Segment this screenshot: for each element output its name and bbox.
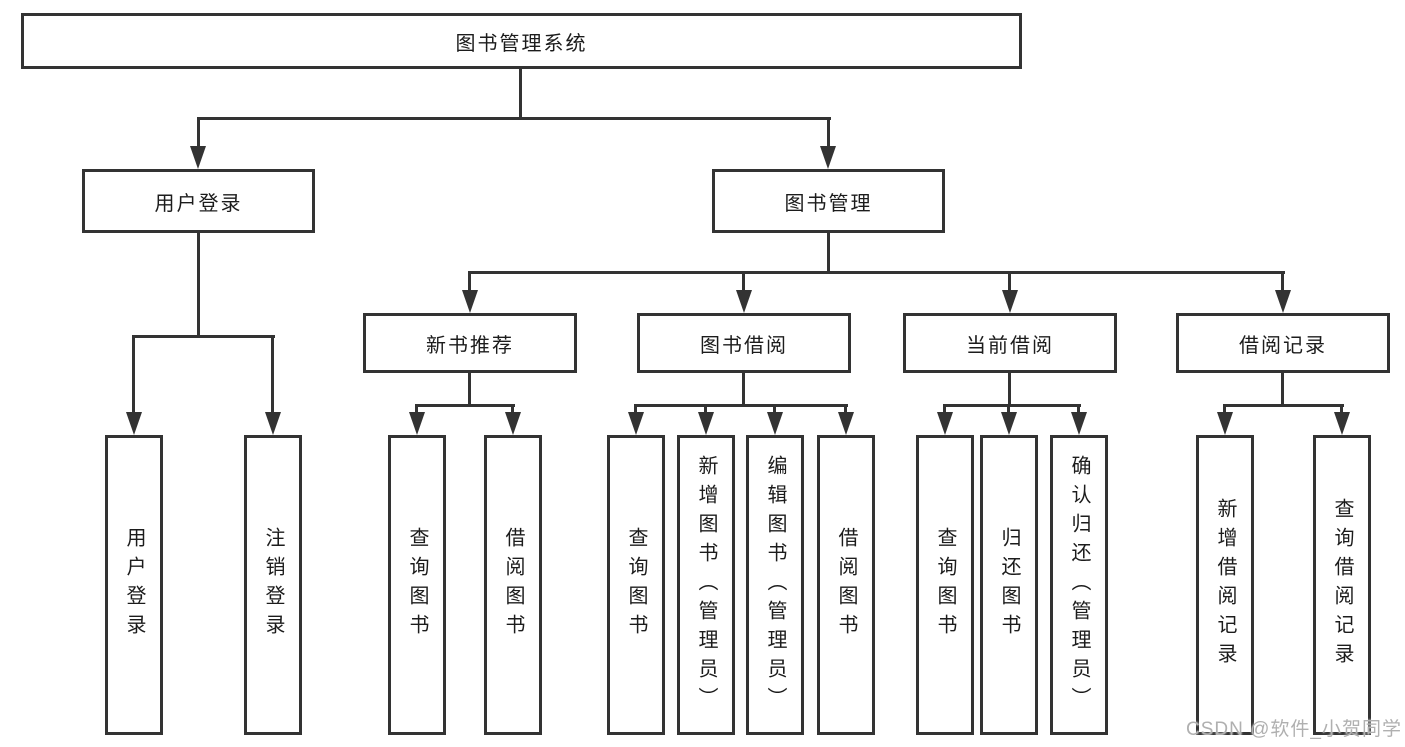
node-borrowing-records: 借阅记录 [1176, 313, 1390, 373]
node-leaf-return-book: 归还图书 [980, 435, 1038, 735]
connector-line [519, 69, 522, 118]
connector-line [1007, 406, 1010, 414]
node-label: 注销登录 [262, 527, 284, 643]
connector-line [742, 273, 745, 292]
node-label: 新书推荐 [426, 334, 514, 357]
arrow-down-icon [820, 146, 836, 169]
node-label: 查询图书 [406, 527, 428, 643]
node-leaf-add-book-admin: 新增图书（管理员） [677, 435, 735, 735]
node-label: 图书管理 [784, 192, 873, 215]
watermark: CSDN @软件_小贺同学 [1186, 719, 1402, 740]
connector-line [468, 373, 471, 406]
node-library-management-system: 图书管理系统 [21, 13, 1022, 69]
node-label: 确认归还（管理员） [1068, 454, 1090, 716]
node-leaf-query-books-1: 查询图书 [388, 435, 446, 735]
node-leaf-user-login: 用户登录 [105, 435, 163, 735]
arrow-down-icon [767, 412, 783, 435]
node-label: 查询图书 [625, 527, 647, 643]
connector-line [943, 404, 1081, 407]
node-leaf-edit-book-admin: 编辑图书（管理员） [746, 435, 804, 735]
connector-line [415, 404, 515, 407]
node-label: 归还图书 [998, 527, 1020, 643]
connector-line [271, 337, 274, 413]
arrow-down-icon [698, 412, 714, 435]
connector-line [1340, 406, 1343, 414]
connector-line [827, 118, 830, 148]
connector-line [742, 373, 745, 406]
connector-line [132, 337, 135, 413]
connector-line [1223, 404, 1344, 407]
connector-line [827, 233, 830, 274]
node-label: 借阅记录 [1239, 334, 1327, 357]
node-leaf-query-borrow-record: 查询借阅记录 [1313, 435, 1371, 735]
connector-line [844, 406, 847, 414]
connector-line [634, 406, 637, 414]
node-label: 新增借阅记录 [1214, 498, 1236, 672]
connector-line [468, 271, 1285, 274]
connector-line [943, 406, 946, 414]
node-label: 用户登录 [123, 527, 145, 643]
node-leaf-query-books-3: 查询图书 [916, 435, 974, 735]
connector-line [415, 406, 418, 414]
node-label: 当前借阅 [966, 334, 1054, 357]
node-book-borrowing: 图书借阅 [637, 313, 851, 373]
node-label: 查询图书 [934, 527, 956, 643]
node-leaf-borrow-books-1: 借阅图书 [484, 435, 542, 735]
arrow-down-icon [409, 412, 425, 435]
connector-line [634, 404, 848, 407]
connector-line [704, 406, 707, 414]
node-label: 借阅图书 [502, 527, 524, 643]
node-label: 借阅图书 [835, 527, 857, 643]
arrow-down-icon [736, 290, 752, 313]
node-current-borrowing: 当前借阅 [903, 313, 1117, 373]
arrow-down-icon [1071, 412, 1087, 435]
connector-line [1077, 406, 1080, 414]
node-leaf-confirm-return-admin: 确认归还（管理员） [1050, 435, 1108, 735]
node-label: 图书管理系统 [455, 32, 588, 55]
arrow-down-icon [1334, 412, 1350, 435]
arrow-down-icon [126, 412, 142, 435]
connector-line [197, 117, 831, 120]
node-book-management: 图书管理 [712, 169, 945, 233]
node-label: 用户登录 [154, 192, 243, 215]
arrow-down-icon [190, 146, 206, 169]
connector-line [511, 406, 514, 414]
connector-line [1008, 273, 1011, 292]
connector-line [197, 233, 200, 336]
connector-line [1281, 273, 1284, 292]
arrow-down-icon [1002, 290, 1018, 313]
node-label: 编辑图书（管理员） [764, 454, 786, 716]
node-leaf-logout: 注销登录 [244, 435, 302, 735]
connector-line [1281, 373, 1284, 406]
node-leaf-query-books-2: 查询图书 [607, 435, 665, 735]
connector-line [773, 406, 776, 414]
connector-line [1008, 373, 1011, 406]
arrow-down-icon [838, 412, 854, 435]
connector-line [132, 335, 275, 338]
connector-line [468, 273, 471, 292]
arrow-down-icon [628, 412, 644, 435]
connector-line [197, 118, 200, 148]
arrow-down-icon [1001, 412, 1017, 435]
arrow-down-icon [505, 412, 521, 435]
arrow-down-icon [937, 412, 953, 435]
arrow-down-icon [462, 290, 478, 313]
node-leaf-add-borrow-record: 新增借阅记录 [1196, 435, 1254, 735]
node-label: 图书借阅 [700, 334, 788, 357]
arrow-down-icon [1275, 290, 1291, 313]
node-user-login: 用户登录 [82, 169, 315, 233]
node-leaf-borrow-books-2: 借阅图书 [817, 435, 875, 735]
node-new-book-recommend: 新书推荐 [363, 313, 577, 373]
node-label: 查询借阅记录 [1331, 498, 1353, 672]
node-label: 新增图书（管理员） [695, 454, 717, 716]
arrow-down-icon [265, 412, 281, 435]
connector-line [1223, 406, 1226, 414]
arrow-down-icon [1217, 412, 1233, 435]
